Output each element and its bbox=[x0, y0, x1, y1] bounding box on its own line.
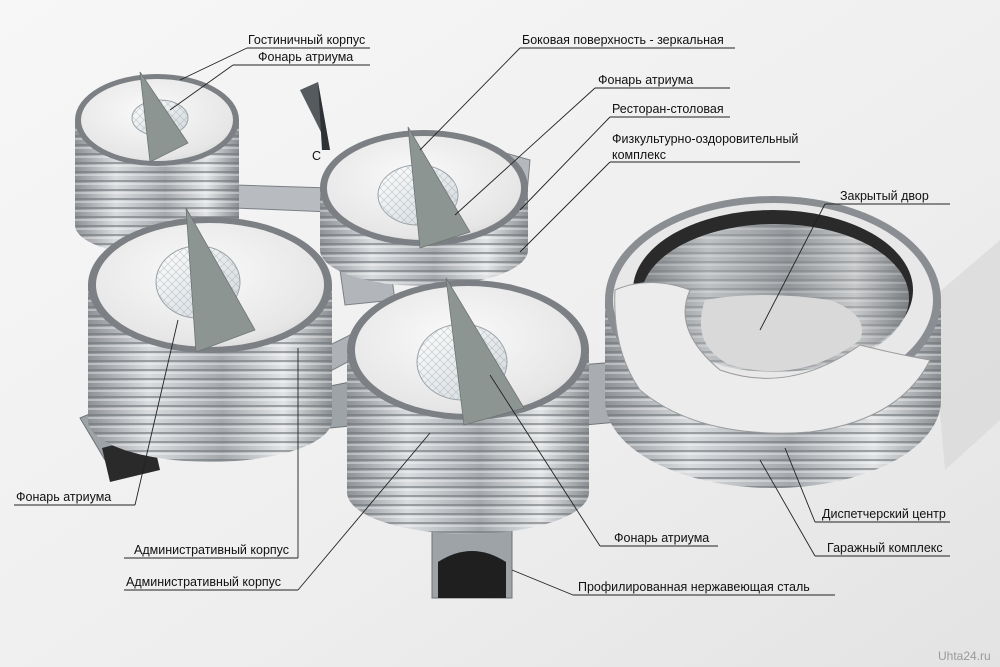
label-admin-1: Административный корпус bbox=[134, 543, 289, 557]
admin-building-center bbox=[347, 277, 589, 534]
background-shadow bbox=[930, 240, 1000, 470]
label-atrium-1: Фонарь атриума bbox=[258, 50, 353, 64]
spire-hotel bbox=[139, 71, 189, 163]
watermark: Uhta24.ru bbox=[938, 649, 991, 663]
label-yard: Закрытый двор bbox=[840, 189, 929, 203]
label-fitness-line2: комплекс bbox=[612, 148, 666, 162]
label-dispatch: Диспетчерский центр bbox=[822, 507, 946, 521]
garage-ring-building bbox=[605, 196, 941, 488]
entrance-front-door bbox=[438, 551, 506, 598]
label-atrium-4: Фонарь атриума bbox=[614, 531, 709, 545]
labels: Гостиничный корпус Фонарь атриума Бокова… bbox=[16, 33, 946, 594]
label-garage: Гаражный комплекс bbox=[827, 541, 943, 555]
compass: С bbox=[300, 82, 330, 163]
garage-roof-segment bbox=[614, 282, 931, 434]
admin-building-left bbox=[88, 207, 332, 462]
spire-restaurant bbox=[407, 126, 471, 249]
corridor-hotel-restaurant bbox=[234, 184, 331, 213]
spire-admin-left bbox=[185, 207, 256, 353]
label-restaurant: Ресторан-столовая bbox=[612, 102, 724, 116]
restaurant-building bbox=[320, 126, 528, 286]
leader-lines bbox=[14, 47, 950, 596]
label-fitness-line1: Физкультурно-оздоровительный bbox=[612, 132, 798, 146]
label-atrium-3: Фонарь атриума bbox=[16, 490, 111, 504]
label-steel: Профилированная нержавеющая сталь bbox=[578, 580, 810, 594]
closed-yard-surface bbox=[700, 295, 862, 372]
compass-letter: С bbox=[312, 149, 321, 163]
label-hotel: Гостиничный корпус bbox=[248, 33, 365, 47]
spire-admin-center bbox=[445, 277, 525, 426]
label-atrium-2: Фонарь атриума bbox=[598, 73, 693, 87]
label-admin-2: Административный корпус bbox=[126, 575, 281, 589]
label-mirror: Боковая поверхность - зеркальная bbox=[522, 33, 724, 47]
